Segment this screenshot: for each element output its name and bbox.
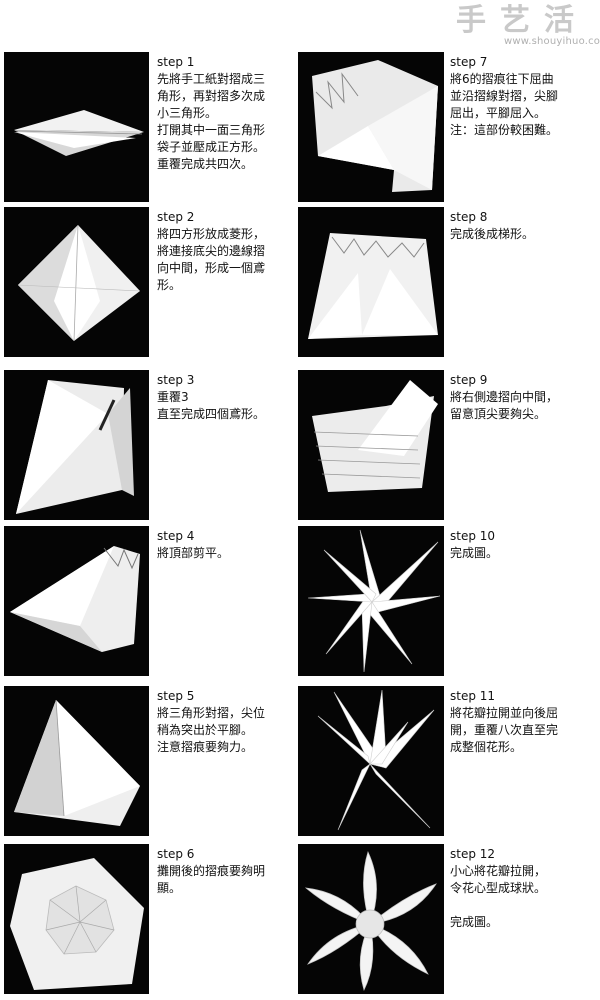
step-title: step 10 bbox=[450, 529, 496, 543]
step-line: 將四方形放成菱形， bbox=[157, 227, 266, 241]
step-line: 將花瓣拉開並向後屈 bbox=[450, 706, 559, 720]
step-2-photo bbox=[4, 207, 149, 357]
step-line: 將右側邊摺向中間， bbox=[450, 390, 559, 404]
step-title: step 3 bbox=[157, 373, 195, 387]
step-line: 注：這部份較困難。 bbox=[450, 123, 559, 137]
step-line: 將頂部剪平。 bbox=[157, 546, 230, 560]
step-3-text: step 3 重覆3 直至完成四個鳶形。 bbox=[157, 372, 297, 423]
step-line: 重覆完成共四次。 bbox=[157, 157, 254, 171]
step-2: step 2 將四方形放成菱形， 將連接底尖的邊線摺 向中間，形成一個鳶 形。 bbox=[0, 207, 300, 357]
step-5-photo bbox=[4, 686, 149, 836]
step-line: 小心將花瓣拉開， bbox=[450, 864, 547, 878]
step-12-text: step 12 小心將花瓣拉開， 令花心型成球狀。 完成圖。 bbox=[450, 846, 590, 931]
step-line: 注意摺痕要夠力。 bbox=[157, 740, 254, 754]
step-title: step 6 bbox=[157, 847, 195, 861]
step-11: step 11 將花瓣拉開並向後屈 開，重覆八次直至完 成整個花形。 bbox=[298, 686, 598, 836]
watermark-url: www.shouyihuo.com bbox=[504, 36, 600, 47]
site-watermark: 手 艺 活 www.shouyihuo.com bbox=[452, 3, 600, 48]
step-line: 成整個花形。 bbox=[450, 740, 523, 754]
step-line: 形。 bbox=[157, 278, 182, 292]
step-3-photo bbox=[4, 370, 149, 520]
step-7-photo bbox=[298, 52, 444, 202]
step-7: step 7 將6的摺痕往下屈曲 並沿摺線對摺，尖腳 屈出，平腳屈入。 注：這部… bbox=[298, 52, 598, 202]
step-title: step 7 bbox=[450, 55, 488, 69]
step-2-text: step 2 將四方形放成菱形， 將連接底尖的邊線摺 向中間，形成一個鳶 形。 bbox=[157, 209, 297, 294]
step-5-text: step 5 將三角形對摺，尖位 稍為突出於平腳。 注意摺痕要夠力。 bbox=[157, 688, 297, 756]
step-line-blank bbox=[450, 897, 590, 914]
step-line: 攤開後的摺痕要夠明 bbox=[157, 864, 266, 878]
step-line: 開，重覆八次直至完 bbox=[450, 723, 559, 737]
step-title: step 11 bbox=[450, 689, 496, 703]
step-line: 並沿摺線對摺，尖腳 bbox=[450, 89, 559, 103]
step-line: 先將手工紙對摺成三 bbox=[157, 72, 266, 86]
step-6-text: step 6 攤開後的摺痕要夠明 顯。 bbox=[157, 846, 297, 897]
step-4-text: step 4 將頂部剪平。 bbox=[157, 528, 297, 562]
step-line: 留意頂尖要夠尖。 bbox=[450, 407, 547, 421]
step-line: 屈出，平腳屈入。 bbox=[450, 106, 547, 120]
step-line: 袋子並壓成正方形。 bbox=[157, 140, 266, 154]
step-1-photo bbox=[4, 52, 149, 202]
step-10-photo bbox=[298, 526, 444, 676]
step-line: 完成圖。 bbox=[450, 915, 499, 929]
step-line: 將6的摺痕往下屈曲 bbox=[450, 72, 554, 86]
step-line: 顯。 bbox=[157, 881, 182, 895]
step-6: step 6 攤開後的摺痕要夠明 顯。 bbox=[0, 844, 300, 994]
step-11-text: step 11 將花瓣拉開並向後屈 開，重覆八次直至完 成整個花形。 bbox=[450, 688, 590, 756]
step-10: step 10 完成圖。 bbox=[298, 526, 598, 676]
step-8-photo bbox=[298, 207, 444, 357]
step-line: 向中間，形成一個鳶 bbox=[157, 261, 266, 275]
step-9: step 9 將右側邊摺向中間， 留意頂尖要夠尖。 bbox=[298, 370, 598, 520]
step-10-text: step 10 完成圖。 bbox=[450, 528, 590, 562]
step-1-text: step 1 先將手工紙對摺成三 角形，再對摺多次成 小三角形。 打開其中一面三… bbox=[157, 54, 297, 173]
step-title: step 4 bbox=[157, 529, 195, 543]
step-line: 稍為突出於平腳。 bbox=[157, 723, 254, 737]
step-line: 將連接底尖的邊線摺 bbox=[157, 244, 266, 258]
watermark-char-1: 手 bbox=[456, 3, 486, 38]
step-line: 令花心型成球狀。 bbox=[450, 881, 547, 895]
step-title: step 1 bbox=[157, 55, 195, 69]
watermark-char-2: 艺 bbox=[500, 3, 530, 38]
step-title: step 12 bbox=[450, 847, 496, 861]
step-title: step 5 bbox=[157, 689, 195, 703]
step-12-photo bbox=[298, 844, 444, 994]
step-title: step 9 bbox=[450, 373, 488, 387]
step-9-photo bbox=[298, 370, 444, 520]
step-line: 直至完成四個鳶形。 bbox=[157, 407, 266, 421]
step-line: 完成圖。 bbox=[450, 546, 499, 560]
step-line: 重覆3 bbox=[157, 390, 189, 404]
step-3: step 3 重覆3 直至完成四個鳶形。 bbox=[0, 370, 300, 520]
step-8-text: step 8 完成後成梯形。 bbox=[450, 209, 590, 243]
step-line: 將三角形對摺，尖位 bbox=[157, 706, 266, 720]
step-line: 完成後成梯形。 bbox=[450, 227, 535, 241]
step-title: step 8 bbox=[450, 210, 488, 224]
step-11-photo bbox=[298, 686, 444, 836]
step-4: step 4 將頂部剪平。 bbox=[0, 526, 300, 676]
step-line: 打開其中一面三角形 bbox=[157, 123, 266, 137]
step-line: 小三角形。 bbox=[157, 106, 218, 120]
step-12: step 12 小心將花瓣拉開， 令花心型成球狀。 完成圖。 bbox=[298, 844, 598, 994]
step-1: step 1 先將手工紙對摺成三 角形，再對摺多次成 小三角形。 打開其中一面三… bbox=[0, 52, 300, 202]
step-5: step 5 將三角形對摺，尖位 稍為突出於平腳。 注意摺痕要夠力。 bbox=[0, 686, 300, 836]
step-line: 角形，再對摺多次成 bbox=[157, 89, 266, 103]
step-8: step 8 完成後成梯形。 bbox=[298, 207, 598, 357]
step-9-text: step 9 將右側邊摺向中間， 留意頂尖要夠尖。 bbox=[450, 372, 590, 423]
step-title: step 2 bbox=[157, 210, 195, 224]
step-4-photo bbox=[4, 526, 149, 676]
step-7-text: step 7 將6的摺痕往下屈曲 並沿摺線對摺，尖腳 屈出，平腳屈入。 注：這部… bbox=[450, 54, 590, 139]
step-6-photo bbox=[4, 844, 149, 994]
watermark-char-3: 活 bbox=[544, 3, 574, 38]
